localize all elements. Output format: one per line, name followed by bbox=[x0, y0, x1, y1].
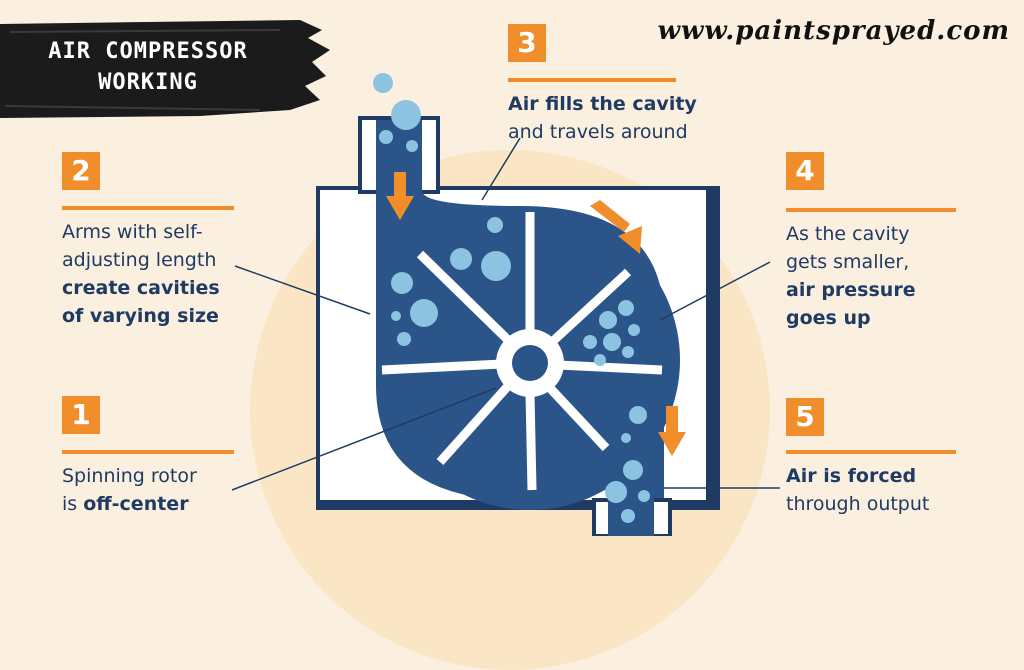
rotor-hub-center bbox=[512, 345, 548, 381]
step-3-line-1: Air fills the cavity bbox=[508, 93, 697, 115]
step-2-text: Arms with self- adjusting length create … bbox=[62, 218, 220, 330]
step-5-rule bbox=[786, 450, 956, 454]
title-line-1: AIR COMPRESSOR bbox=[48, 39, 248, 64]
step-5-line-1: Air is forced bbox=[786, 465, 917, 487]
step-5-text: Air is forced through output bbox=[786, 462, 929, 518]
rotor-vanes bbox=[381, 212, 663, 491]
step-1-line-2-bold: off-center bbox=[83, 493, 189, 515]
step-3-rule bbox=[508, 78, 676, 82]
step-3-line-2: and travels around bbox=[508, 121, 688, 143]
compressor-diagram bbox=[231, 73, 780, 536]
step-1-text: Spinning rotor is off-center bbox=[62, 462, 197, 518]
step-4-text: As the cavity gets smaller, air pressure… bbox=[786, 220, 916, 332]
step-4-line-2: gets smaller, bbox=[786, 251, 910, 273]
title-line-2: WORKING bbox=[98, 70, 198, 95]
step-2-line-4: of varying size bbox=[62, 305, 219, 327]
rotation-arrow-icon bbox=[590, 200, 642, 254]
page-title: AIR COMPRESSOR WORKING bbox=[18, 36, 278, 98]
step-1-number: 1 bbox=[62, 396, 100, 434]
step-4-rule bbox=[786, 208, 956, 212]
step-1-line-2-plain: is bbox=[62, 493, 84, 515]
step-4-line-4: goes up bbox=[786, 307, 871, 329]
step-2-line-2: adjusting length bbox=[62, 249, 217, 271]
step-1-line-1: Spinning rotor bbox=[62, 465, 197, 487]
step-2-number: 2 bbox=[62, 152, 100, 190]
step-2-rule bbox=[62, 206, 234, 210]
air-bubbles bbox=[373, 73, 650, 523]
casing-right-wall bbox=[706, 188, 720, 510]
website-url: www.paintsprayed.com bbox=[657, 16, 1010, 46]
down-arrow-inlet-icon bbox=[386, 172, 414, 220]
step-3-text: Air fills the cavity and travels around bbox=[508, 90, 697, 146]
step-4-line-3: air pressure bbox=[786, 279, 916, 301]
step-2-line-3: create cavities bbox=[62, 277, 220, 299]
step-2-line-1: Arms with self- bbox=[62, 221, 203, 243]
step-4-number: 4 bbox=[786, 152, 824, 190]
step-4-line-1: As the cavity bbox=[786, 223, 910, 245]
title-brush-stroke bbox=[0, 20, 330, 118]
step-1-rule bbox=[62, 450, 234, 454]
leader-lines bbox=[231, 137, 780, 491]
step-5-number: 5 bbox=[786, 398, 824, 436]
down-arrow-outlet-icon bbox=[658, 406, 686, 456]
step-5-line-2: through output bbox=[786, 493, 930, 515]
step-3-number: 3 bbox=[508, 24, 546, 62]
